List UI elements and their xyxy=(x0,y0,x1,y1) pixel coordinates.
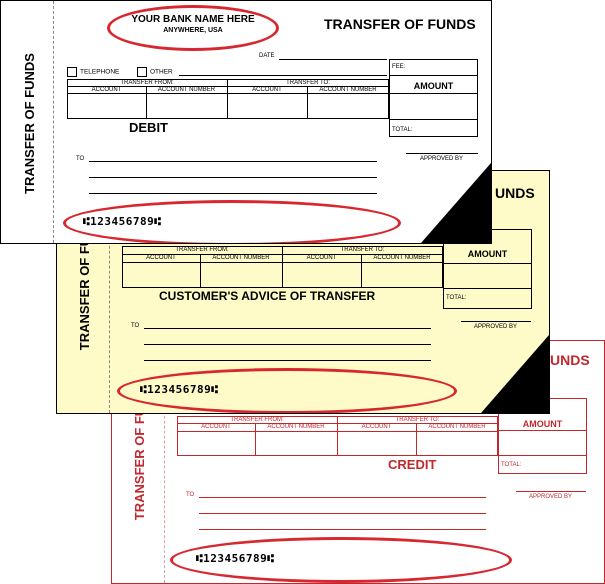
approved-line xyxy=(406,153,478,154)
total-label: TOTAL: xyxy=(501,462,522,468)
table-mid-divider xyxy=(337,416,338,456)
account-header: ACCOUNT xyxy=(252,87,282,93)
account-header: ACCOUNT xyxy=(201,424,231,430)
fee-divider xyxy=(389,75,478,76)
table-col-divider xyxy=(200,254,201,288)
table-header-divider xyxy=(67,86,389,87)
amount-header: AMOUNT xyxy=(522,419,563,429)
address-line xyxy=(89,177,377,178)
approved-by-label: APPROVED BY xyxy=(420,156,464,162)
carbon-corner xyxy=(481,335,549,413)
approved-by-label: APPROVED BY xyxy=(529,494,573,500)
address-line xyxy=(199,497,486,498)
approved-line xyxy=(461,321,531,322)
fee-label: FEE: xyxy=(392,64,406,70)
table-mid-divider xyxy=(282,246,283,288)
perforation-line xyxy=(109,171,110,413)
other-label: OTHER xyxy=(150,68,173,76)
amount-divider xyxy=(443,263,532,264)
amount-header: AMOUNT xyxy=(413,81,454,91)
form-title-partial: UNDS xyxy=(495,185,535,201)
table-col-divider xyxy=(146,86,147,119)
approved-line xyxy=(516,491,586,492)
side-title-text: TRANSFER OF FUNDS xyxy=(21,52,37,194)
table-col-divider xyxy=(255,423,256,456)
transfer-from-header: TRANSFER FROM: xyxy=(230,417,284,423)
carbon-corner xyxy=(421,163,491,243)
bank-location: ANYWHERE, USA xyxy=(163,27,223,34)
table-subheader-divider xyxy=(67,93,389,94)
account-number-header: ACCOUNT NUMBER xyxy=(267,424,325,430)
copy-label: CREDIT xyxy=(388,457,437,472)
date-label: DATE xyxy=(259,53,275,59)
table-mid-divider xyxy=(227,79,228,119)
other-option: OTHER xyxy=(137,67,173,77)
transfer-to-header: TRANSFER TO: xyxy=(340,247,385,253)
total-label: TOTAL: xyxy=(446,295,467,301)
table-col-divider xyxy=(307,86,308,119)
telephone-checkbox[interactable] xyxy=(67,67,77,77)
approved-by-label: APPROVED BY xyxy=(474,324,518,330)
other-line xyxy=(179,75,387,76)
account-header: ACCOUNT xyxy=(361,424,392,430)
account-number-header: ACCOUNT NUMBER xyxy=(373,255,431,261)
amount-box xyxy=(389,59,478,137)
account-number-header: ACCOUNT NUMBER xyxy=(428,424,486,430)
account-number-header: ACCOUNT NUMBER xyxy=(319,87,377,93)
to-label: TO xyxy=(186,492,195,498)
account-header: ACCOUNT xyxy=(306,255,337,261)
total-divider xyxy=(498,455,587,456)
side-title-text: TRANSFER OF FU xyxy=(132,406,148,520)
account-header: ACCOUNT xyxy=(146,255,176,261)
debit-copy-form: TRANSFER OF FUNDS YOUR BANK NAME HERE AN… xyxy=(0,0,492,244)
side-title-text: TRANSFER OF FU xyxy=(77,236,93,350)
micr-highlight-oval xyxy=(63,200,401,243)
micr-highlight-oval xyxy=(170,537,512,583)
perforation-line xyxy=(164,341,165,583)
transfer-to-header: TRANSFER TO: xyxy=(395,417,440,423)
total-divider xyxy=(389,119,478,120)
amount-divider xyxy=(498,430,587,431)
account-number-header: ACCOUNT NUMBER xyxy=(212,255,270,261)
amount-divider xyxy=(389,93,478,94)
transfer-table xyxy=(67,79,389,119)
table-col-divider xyxy=(416,423,417,456)
copy-label: DEBIT xyxy=(129,120,168,135)
total-divider xyxy=(443,288,532,289)
other-checkbox[interactable] xyxy=(137,67,147,77)
to-label: TO xyxy=(131,323,140,329)
address-line xyxy=(199,513,486,514)
form-title-partial: UNDS xyxy=(550,352,590,368)
amount-header: AMOUNT xyxy=(467,249,508,259)
account-number-header: ACCOUNT NUMBER xyxy=(157,87,216,93)
to-label: TO xyxy=(76,156,85,162)
telephone-label: TELEPHONE xyxy=(80,68,120,76)
micr-highlight-oval xyxy=(117,368,457,413)
micr-line: ⑆123456789⑆ xyxy=(140,383,219,396)
address-line xyxy=(89,193,377,194)
transfer-to-header: TRANSFER TO: xyxy=(286,80,330,86)
account-header: ACCOUNT xyxy=(91,87,122,93)
micr-line: ⑆123456789⑆ xyxy=(196,552,275,565)
transfer-from-header: TRANSFER FROM: xyxy=(120,80,174,86)
transfer-from-header: TRANSFER FROM: xyxy=(175,247,229,253)
address-line xyxy=(199,529,486,530)
copy-label: CUSTOMER'S ADVICE OF TRANSFER xyxy=(159,289,376,303)
table-col-divider xyxy=(361,254,362,288)
bank-name: YOUR BANK NAME HERE xyxy=(131,14,255,25)
micr-line: ⑆123456789⑆ xyxy=(83,215,162,228)
telephone-option: TELEPHONE xyxy=(67,67,119,77)
total-label: TOTAL: xyxy=(392,127,413,133)
side-title: TRANSFER OF FUNDS xyxy=(9,7,49,239)
perforation-line xyxy=(53,1,54,243)
address-line xyxy=(89,161,377,162)
address-line xyxy=(144,360,431,361)
bank-name-highlight-oval xyxy=(107,5,279,51)
address-line xyxy=(144,328,431,329)
form-title: TRANSFER OF FUNDS xyxy=(324,16,476,32)
address-line xyxy=(144,344,431,345)
date-line xyxy=(279,59,387,60)
